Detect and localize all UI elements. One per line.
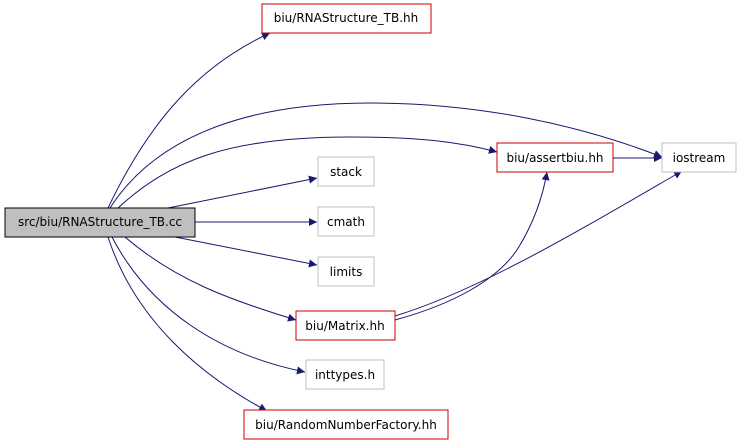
node-label: src/biu/RNAStructure_TB.cc bbox=[18, 215, 182, 229]
node-matrix[interactable]: biu/Matrix.hh bbox=[295, 310, 396, 341]
node-box bbox=[317, 256, 375, 287]
node-root[interactable]: src/biu/RNAStructure_TB.cc bbox=[4, 207, 196, 238]
node-iostream[interactable]: iostream bbox=[661, 142, 737, 173]
node-box bbox=[317, 156, 375, 187]
node-label: biu/Matrix.hh bbox=[305, 319, 384, 333]
edge-matrix-to-iostream bbox=[394, 170, 683, 317]
node-label: biu/RandomNumberFactory.hh bbox=[255, 418, 437, 432]
node-box bbox=[661, 142, 737, 173]
node-box bbox=[496, 142, 614, 173]
node-box bbox=[317, 206, 375, 237]
node-cmath[interactable]: cmath bbox=[317, 206, 375, 237]
node-label: biu/RNAStructure_TB.hh bbox=[274, 11, 419, 25]
node-box bbox=[295, 310, 396, 341]
node-stack[interactable]: stack bbox=[317, 156, 375, 187]
node-inttypes[interactable]: inttypes.h bbox=[305, 359, 385, 390]
node-label: cmath bbox=[327, 215, 365, 229]
node-randomfactory[interactable]: biu/RandomNumberFactory.hh bbox=[243, 409, 449, 440]
node-box bbox=[243, 409, 449, 440]
edges bbox=[107, 32, 683, 412]
node-label: iostream bbox=[673, 151, 726, 165]
node-label: biu/assertbiu.hh bbox=[506, 151, 603, 165]
node-rnastructure-hh[interactable]: biu/RNAStructure_TB.hh bbox=[261, 3, 432, 34]
node-label: limits bbox=[330, 265, 363, 279]
edge-root-to-limits bbox=[169, 235, 318, 268]
edge-root-to-assertbiu bbox=[117, 136, 498, 209]
node-assertbiu[interactable]: biu/assertbiu.hh bbox=[496, 142, 614, 173]
node-limits[interactable]: limits bbox=[317, 256, 375, 287]
node-label: inttypes.h bbox=[315, 368, 375, 382]
edge-root-to-iostream bbox=[109, 102, 663, 209]
edge-root-to-randomfactory bbox=[107, 236, 268, 412]
node-box bbox=[305, 359, 385, 390]
edge-root-to-rnastructure-hh bbox=[107, 32, 271, 209]
edge-matrix-to-assertbiu bbox=[394, 171, 550, 321]
edge-root-to-matrix bbox=[124, 236, 297, 322]
edge-root-to-inttypes bbox=[111, 236, 306, 375]
edge-root-to-stack bbox=[167, 175, 318, 209]
node-box bbox=[4, 207, 196, 238]
node-box bbox=[261, 3, 432, 34]
node-label: stack bbox=[330, 165, 362, 179]
